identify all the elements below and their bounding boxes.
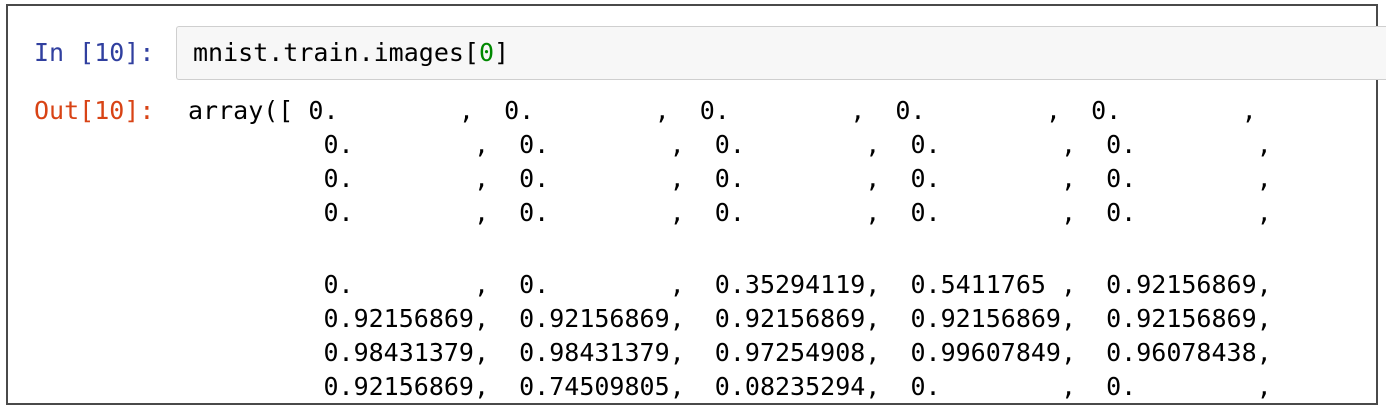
code-suffix: ] bbox=[494, 38, 510, 67]
input-prompt: In [10]: bbox=[34, 38, 155, 67]
output-line: 0.92156869, 0.92156869, 0.92156869, 0.92… bbox=[188, 304, 1272, 333]
output-line: 0. , 0. , 0. , 0. , 0. , bbox=[188, 198, 1272, 227]
code-index-number: 0 bbox=[478, 38, 495, 67]
output-line: 0.92156869, 0.74509805, 0.08235294, 0. ,… bbox=[188, 372, 1272, 401]
output-prompt: Out[10]: bbox=[34, 96, 155, 125]
code-prefix: mnist.train.images[ bbox=[193, 38, 479, 67]
output-line: 0. , 0. , 0. , 0. , 0. , bbox=[188, 130, 1272, 159]
output-line: 0. , 0. , 0.35294119, 0.5411765 , 0.9215… bbox=[188, 270, 1272, 299]
output-gap bbox=[188, 230, 1373, 268]
output-line: array([ 0. , 0. , 0. , 0. , 0. , bbox=[188, 96, 1257, 125]
output-area: array([ 0. , 0. , 0. , 0. , 0. , 0. , 0.… bbox=[188, 94, 1373, 404]
output-line: 0.98431379, 0.98431379, 0.97254908, 0.99… bbox=[188, 338, 1272, 367]
code-line: mnist.train.images[0] bbox=[193, 36, 509, 70]
output-line: 0. , 0. , 0. , 0. , 0. , bbox=[188, 164, 1272, 193]
code-input-area[interactable]: mnist.train.images[0] bbox=[176, 26, 1386, 80]
notebook-cell: In [10]: mnist.train.images[0] Out[10]: … bbox=[6, 4, 1386, 405]
